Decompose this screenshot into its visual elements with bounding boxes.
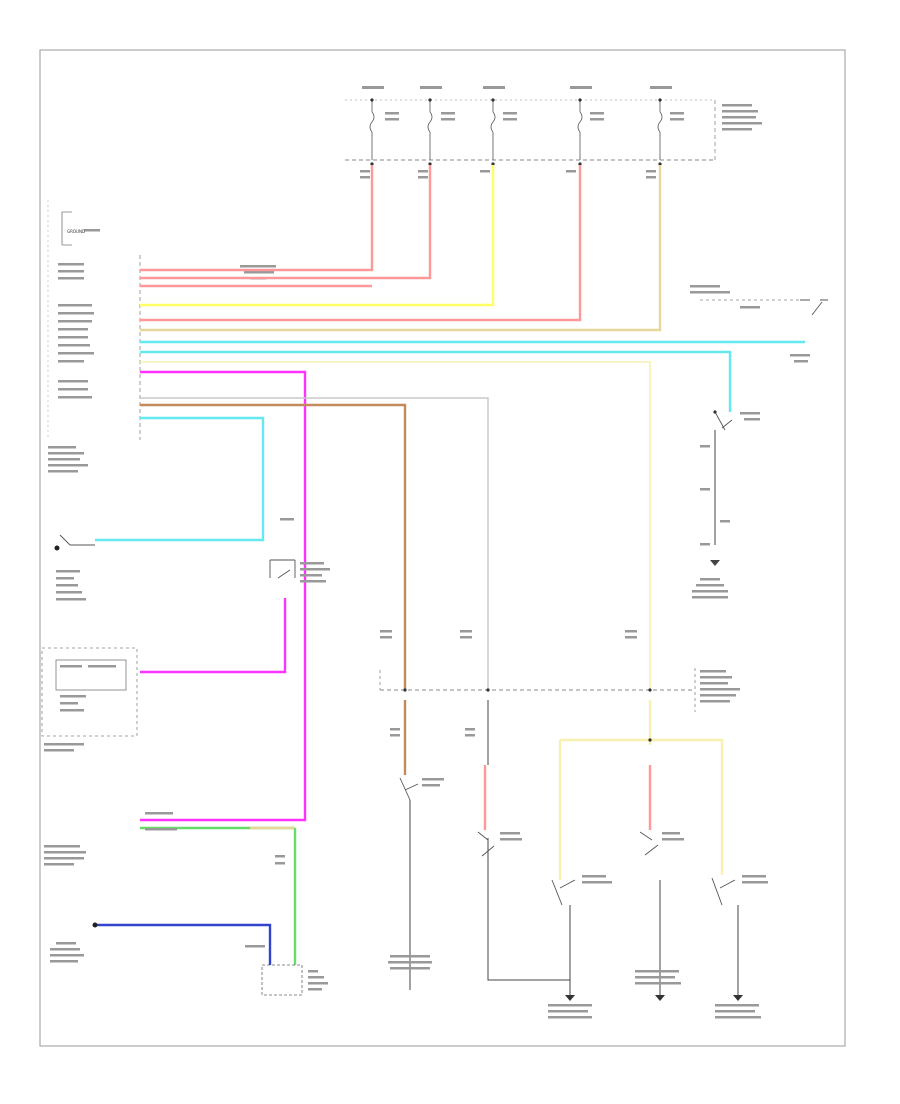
instrument-cluster bbox=[41, 647, 138, 752]
wire-cyan-3 bbox=[95, 416, 265, 542]
ipc-module-label: INSTRUMENT PANEL CIRCUIT FUSE BLOCK bbox=[720, 94, 804, 99]
door-switch-labels bbox=[388, 778, 768, 1019]
door-switches bbox=[399, 777, 736, 906]
wire-ly-2 bbox=[560, 738, 724, 875]
wire-light-yellow bbox=[140, 361, 651, 690]
wire-magenta-1 bbox=[140, 370, 307, 822]
wire-pink-4 bbox=[140, 165, 582, 322]
fuse-block-mid bbox=[379, 630, 740, 742]
wire-cyan-2 bbox=[140, 350, 732, 412]
ground-symbols bbox=[565, 995, 743, 1001]
wire-brown bbox=[140, 403, 407, 690]
reminder-module bbox=[44, 812, 177, 963]
hood-switch bbox=[690, 285, 828, 363]
wire-pink-2 bbox=[140, 165, 432, 280]
ground-label: GROUND bbox=[67, 229, 85, 234]
door-jamb-switch bbox=[692, 410, 760, 599]
body-control-module: GROUND bbox=[47, 200, 276, 473]
seatbelt-relay bbox=[269, 518, 330, 583]
fuse-block-top bbox=[345, 86, 762, 179]
park-brake-switch bbox=[54, 534, 95, 601]
wire-gray bbox=[140, 397, 489, 690]
diagram-frame bbox=[39, 49, 846, 1047]
wire-tan bbox=[140, 165, 662, 332]
wire-blue bbox=[95, 923, 272, 965]
wire-pink-1 bbox=[140, 165, 374, 272]
seatbelt-switch bbox=[245, 855, 328, 996]
wire-yellow bbox=[140, 165, 495, 307]
text-labels: INSTRUMENT PANEL CIRCUIT FUSE BLOCK bbox=[720, 94, 804, 99]
wire-magenta-2 bbox=[140, 598, 287, 674]
wires bbox=[95, 165, 805, 965]
ground-wires bbox=[409, 430, 739, 995]
